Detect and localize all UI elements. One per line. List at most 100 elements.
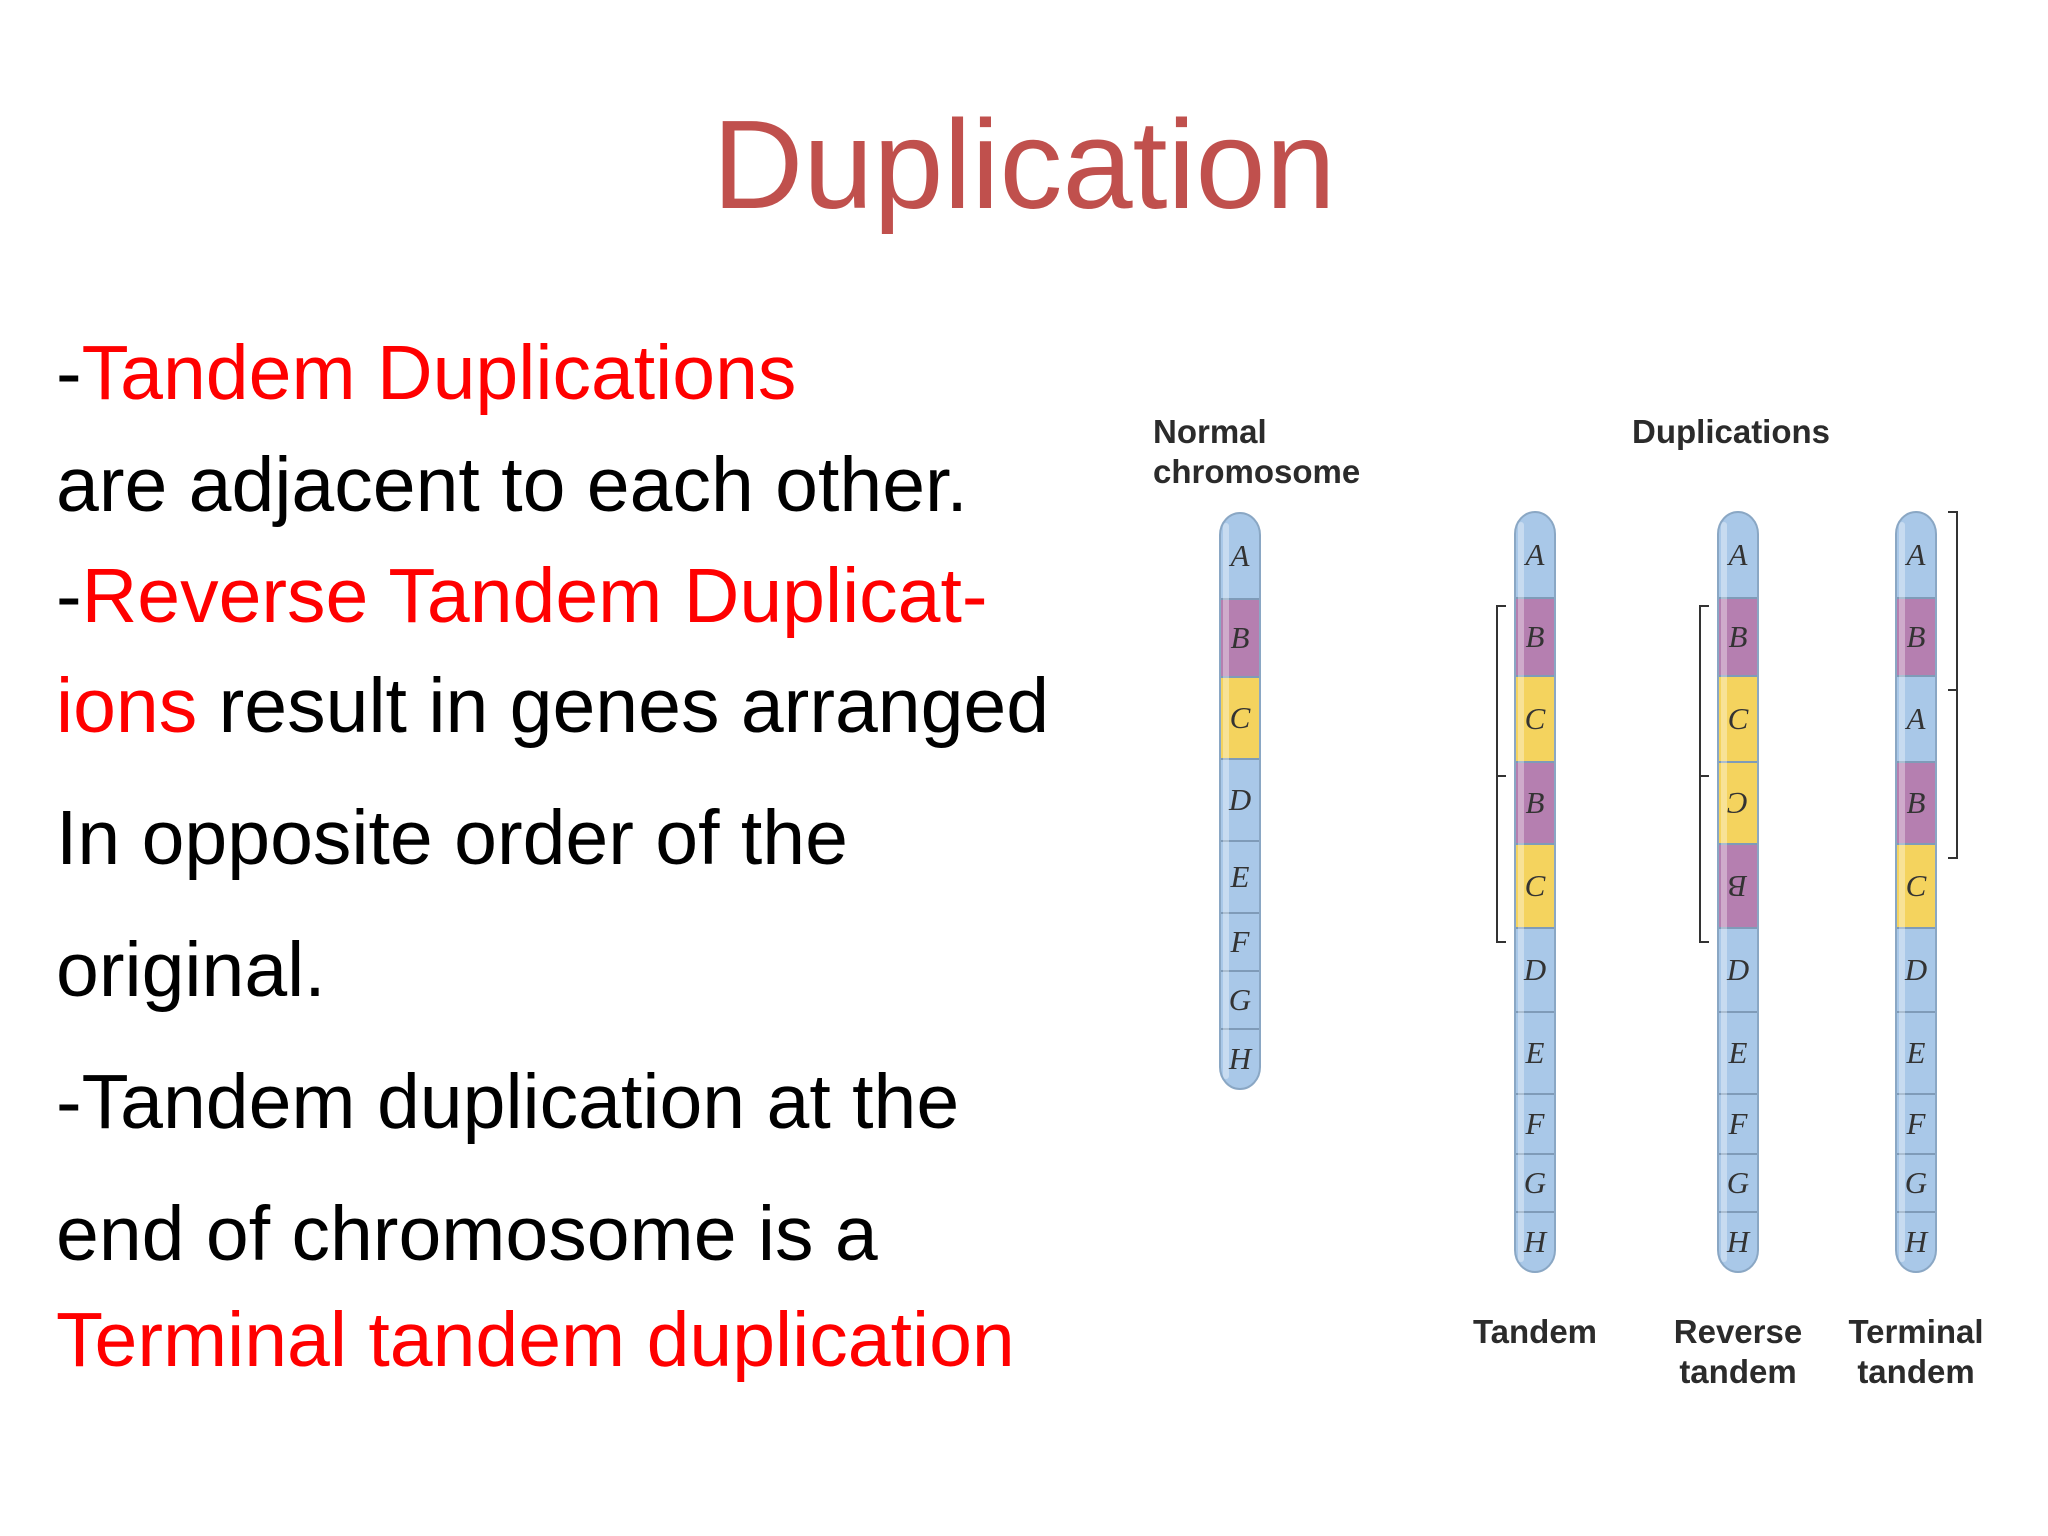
segment-e xyxy=(1220,841,1260,913)
text-line-4: ions result in genes arranged xyxy=(56,658,1049,754)
segment-a xyxy=(1896,512,1936,598)
caption-reverse-2: tandem xyxy=(1679,1353,1796,1390)
bracket-reverse-original xyxy=(1699,605,1709,777)
segment-label: B xyxy=(1907,785,1926,820)
segment-label: A xyxy=(1229,538,1251,573)
segment-f xyxy=(1515,1094,1555,1154)
segment-label: A xyxy=(1905,537,1927,572)
term-terminal-tandem: Terminal tandem duplication xyxy=(56,1297,1015,1383)
text-line-4-rest: result in genes arranged xyxy=(197,663,1050,749)
text-line-1: -Tandem Duplications xyxy=(56,325,796,421)
text-line-2: are adjacent to each other. xyxy=(56,442,968,528)
segment-h xyxy=(1220,1029,1260,1089)
segment-label: B xyxy=(1728,869,1747,904)
term-tandem-duplications: Tandem Duplications xyxy=(81,330,797,416)
bracket-tandem-original xyxy=(1496,605,1506,777)
segment-d xyxy=(1515,928,1555,1012)
segment-c xyxy=(1896,844,1936,928)
segment-label: E xyxy=(1230,859,1250,894)
segment-label: G xyxy=(1727,1165,1749,1200)
segment-e xyxy=(1515,1012,1555,1094)
segment-label: D xyxy=(1523,952,1546,987)
segment-c xyxy=(1515,844,1555,928)
segment-label: C xyxy=(1525,868,1546,903)
segment-g xyxy=(1718,1154,1758,1212)
caption-terminal-2: tandem xyxy=(1857,1353,1974,1390)
segment-b xyxy=(1515,598,1555,676)
caption-terminal: Terminal xyxy=(1848,1313,1983,1350)
brackets-group xyxy=(1496,511,1958,943)
segment-label: F xyxy=(1525,1106,1546,1141)
segment-e xyxy=(1718,1012,1758,1094)
bracket-terminal-original xyxy=(1948,511,1958,691)
segment-c xyxy=(1515,676,1555,762)
segment-label: B xyxy=(1231,620,1250,655)
segment-label: C xyxy=(1727,786,1748,821)
bracket-terminal-copy xyxy=(1948,689,1958,859)
dash: - xyxy=(56,553,82,639)
segment-label: C xyxy=(1906,868,1927,903)
bracket-reverse-copy xyxy=(1699,775,1709,943)
chromosome-outline xyxy=(1895,511,1937,1273)
segment-a xyxy=(1718,512,1758,598)
segment-f xyxy=(1896,1094,1936,1154)
segment-label: G xyxy=(1524,1165,1546,1200)
segment-label: D xyxy=(1904,952,1927,987)
header-normal-2: chromosome xyxy=(1153,453,1360,490)
caption-tandem: Tandem xyxy=(1473,1313,1597,1350)
segment-g xyxy=(1896,1154,1936,1212)
segment-c xyxy=(1718,676,1758,762)
caption-reverse: Reverse xyxy=(1674,1313,1802,1350)
segment-label: C xyxy=(1525,701,1546,736)
segment-a xyxy=(1515,512,1555,598)
segment-label: E xyxy=(1906,1035,1926,1070)
segment-b xyxy=(1896,762,1936,844)
segment-d xyxy=(1896,928,1936,1012)
segment-c xyxy=(1718,762,1758,844)
segment-label: H xyxy=(1228,1041,1253,1076)
segment-b xyxy=(1220,599,1260,677)
segment-label: A xyxy=(1727,537,1749,572)
segment-label: B xyxy=(1729,619,1748,654)
segment-label: C xyxy=(1230,700,1251,735)
text-line-3: -Reverse Tandem Duplicat- xyxy=(56,548,988,644)
segment-h xyxy=(1718,1212,1758,1272)
chromosomes-group: ABCDEFGHABCBCDEFGHTandemABCCBDEFGHRevers… xyxy=(1219,511,1984,1390)
text-line-7: -Tandem duplication at the xyxy=(56,1059,960,1145)
segment-label: G xyxy=(1229,982,1251,1017)
text-line-8: end of chromosome is a xyxy=(56,1191,878,1277)
chromosome-highlight xyxy=(1721,522,1727,1262)
segment-label: A xyxy=(1524,537,1546,572)
segment-label: H xyxy=(1523,1224,1548,1259)
segment-label: F xyxy=(1906,1106,1927,1141)
term-reverse-tandem-cont: ions xyxy=(56,663,198,749)
text-line-6: original. xyxy=(56,927,326,1013)
segment-b xyxy=(1515,762,1555,844)
segment-label: A xyxy=(1905,701,1927,736)
chromosome-outline xyxy=(1219,512,1261,1090)
chromosome-highlight xyxy=(1518,522,1524,1262)
bracket-tandem-copy xyxy=(1496,775,1506,943)
segment-h xyxy=(1515,1212,1555,1272)
term-reverse-tandem: Reverse Tandem Duplicat- xyxy=(81,553,988,639)
text-line-5: In opposite order of the xyxy=(56,795,848,881)
segment-b xyxy=(1896,598,1936,676)
segment-label: F xyxy=(1728,1106,1749,1141)
segment-f xyxy=(1220,913,1260,971)
segment-label: D xyxy=(1726,952,1749,987)
segment-g xyxy=(1515,1154,1555,1212)
segment-a xyxy=(1896,676,1936,762)
segment-b xyxy=(1718,598,1758,676)
segment-e xyxy=(1896,1012,1936,1094)
segment-d xyxy=(1220,759,1260,841)
segment-g xyxy=(1220,971,1260,1029)
segment-label: H xyxy=(1904,1224,1929,1259)
segment-label: B xyxy=(1907,619,1926,654)
segment-d xyxy=(1718,928,1758,1012)
segment-label: F xyxy=(1230,924,1251,959)
